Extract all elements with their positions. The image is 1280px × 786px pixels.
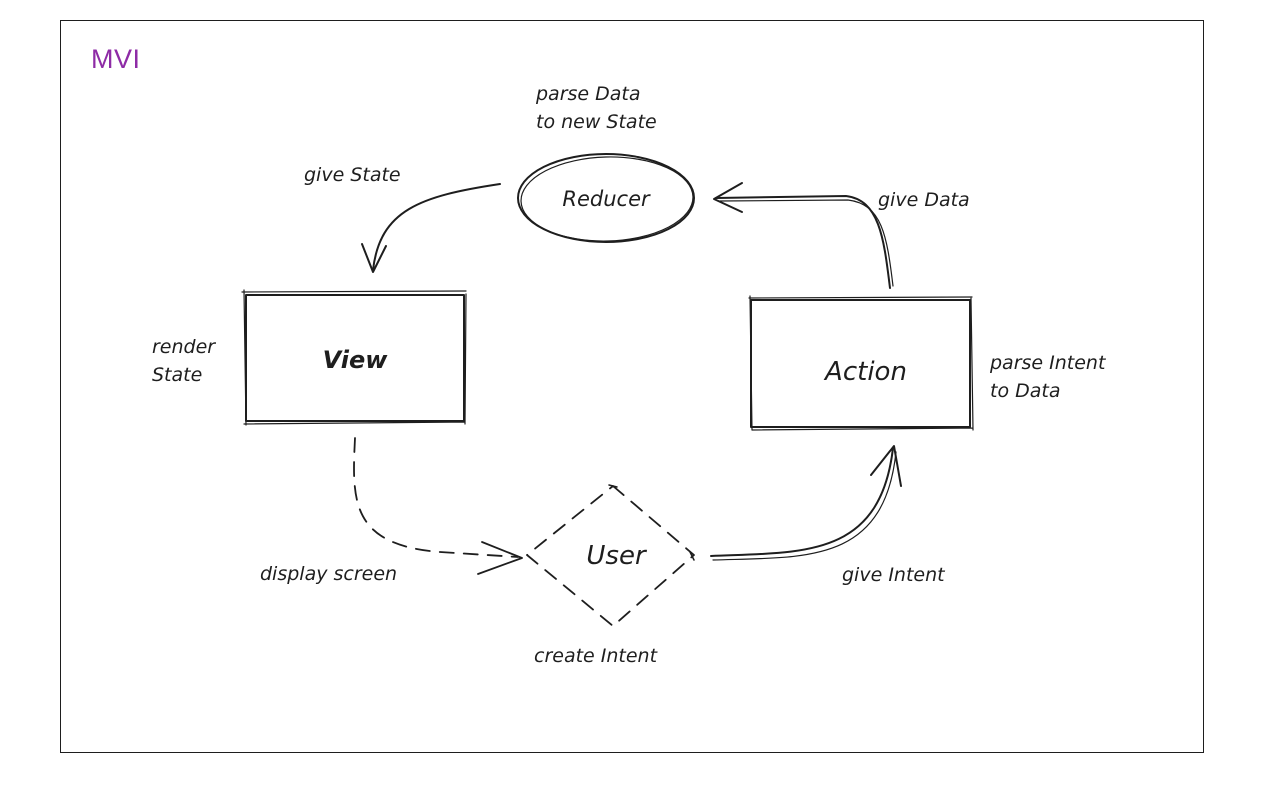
user-node-shape <box>526 484 695 627</box>
user-note: create Intent <box>534 645 658 667</box>
edge-action-to-reducer <box>713 182 894 289</box>
user-node-label: User <box>586 541 646 571</box>
edge-label-give-data: give Data <box>878 189 970 211</box>
diagram-title: MVI <box>91 44 141 74</box>
reducer-node-label: Reducer <box>562 187 650 211</box>
edge-label-give-intent: give Intent <box>842 564 945 586</box>
view-node-shape <box>241 289 467 426</box>
action-note: parse Intent to Data <box>990 352 1106 402</box>
edge-reducer-to-view <box>361 183 501 273</box>
action-node-label: Action <box>825 357 907 387</box>
edge-user-to-action <box>710 445 902 561</box>
diagram-frame <box>60 20 1204 753</box>
reducer-note: parse Data to new State <box>536 83 657 133</box>
view-node-label: View <box>322 346 388 374</box>
edge-label-give-state: give State <box>304 164 401 186</box>
edge-view-to-user <box>353 437 523 575</box>
reducer-node-shape <box>517 153 695 243</box>
action-node-shape <box>748 295 974 431</box>
edge-label-display-screen: display screen <box>260 563 398 585</box>
view-note: render State <box>152 336 216 386</box>
